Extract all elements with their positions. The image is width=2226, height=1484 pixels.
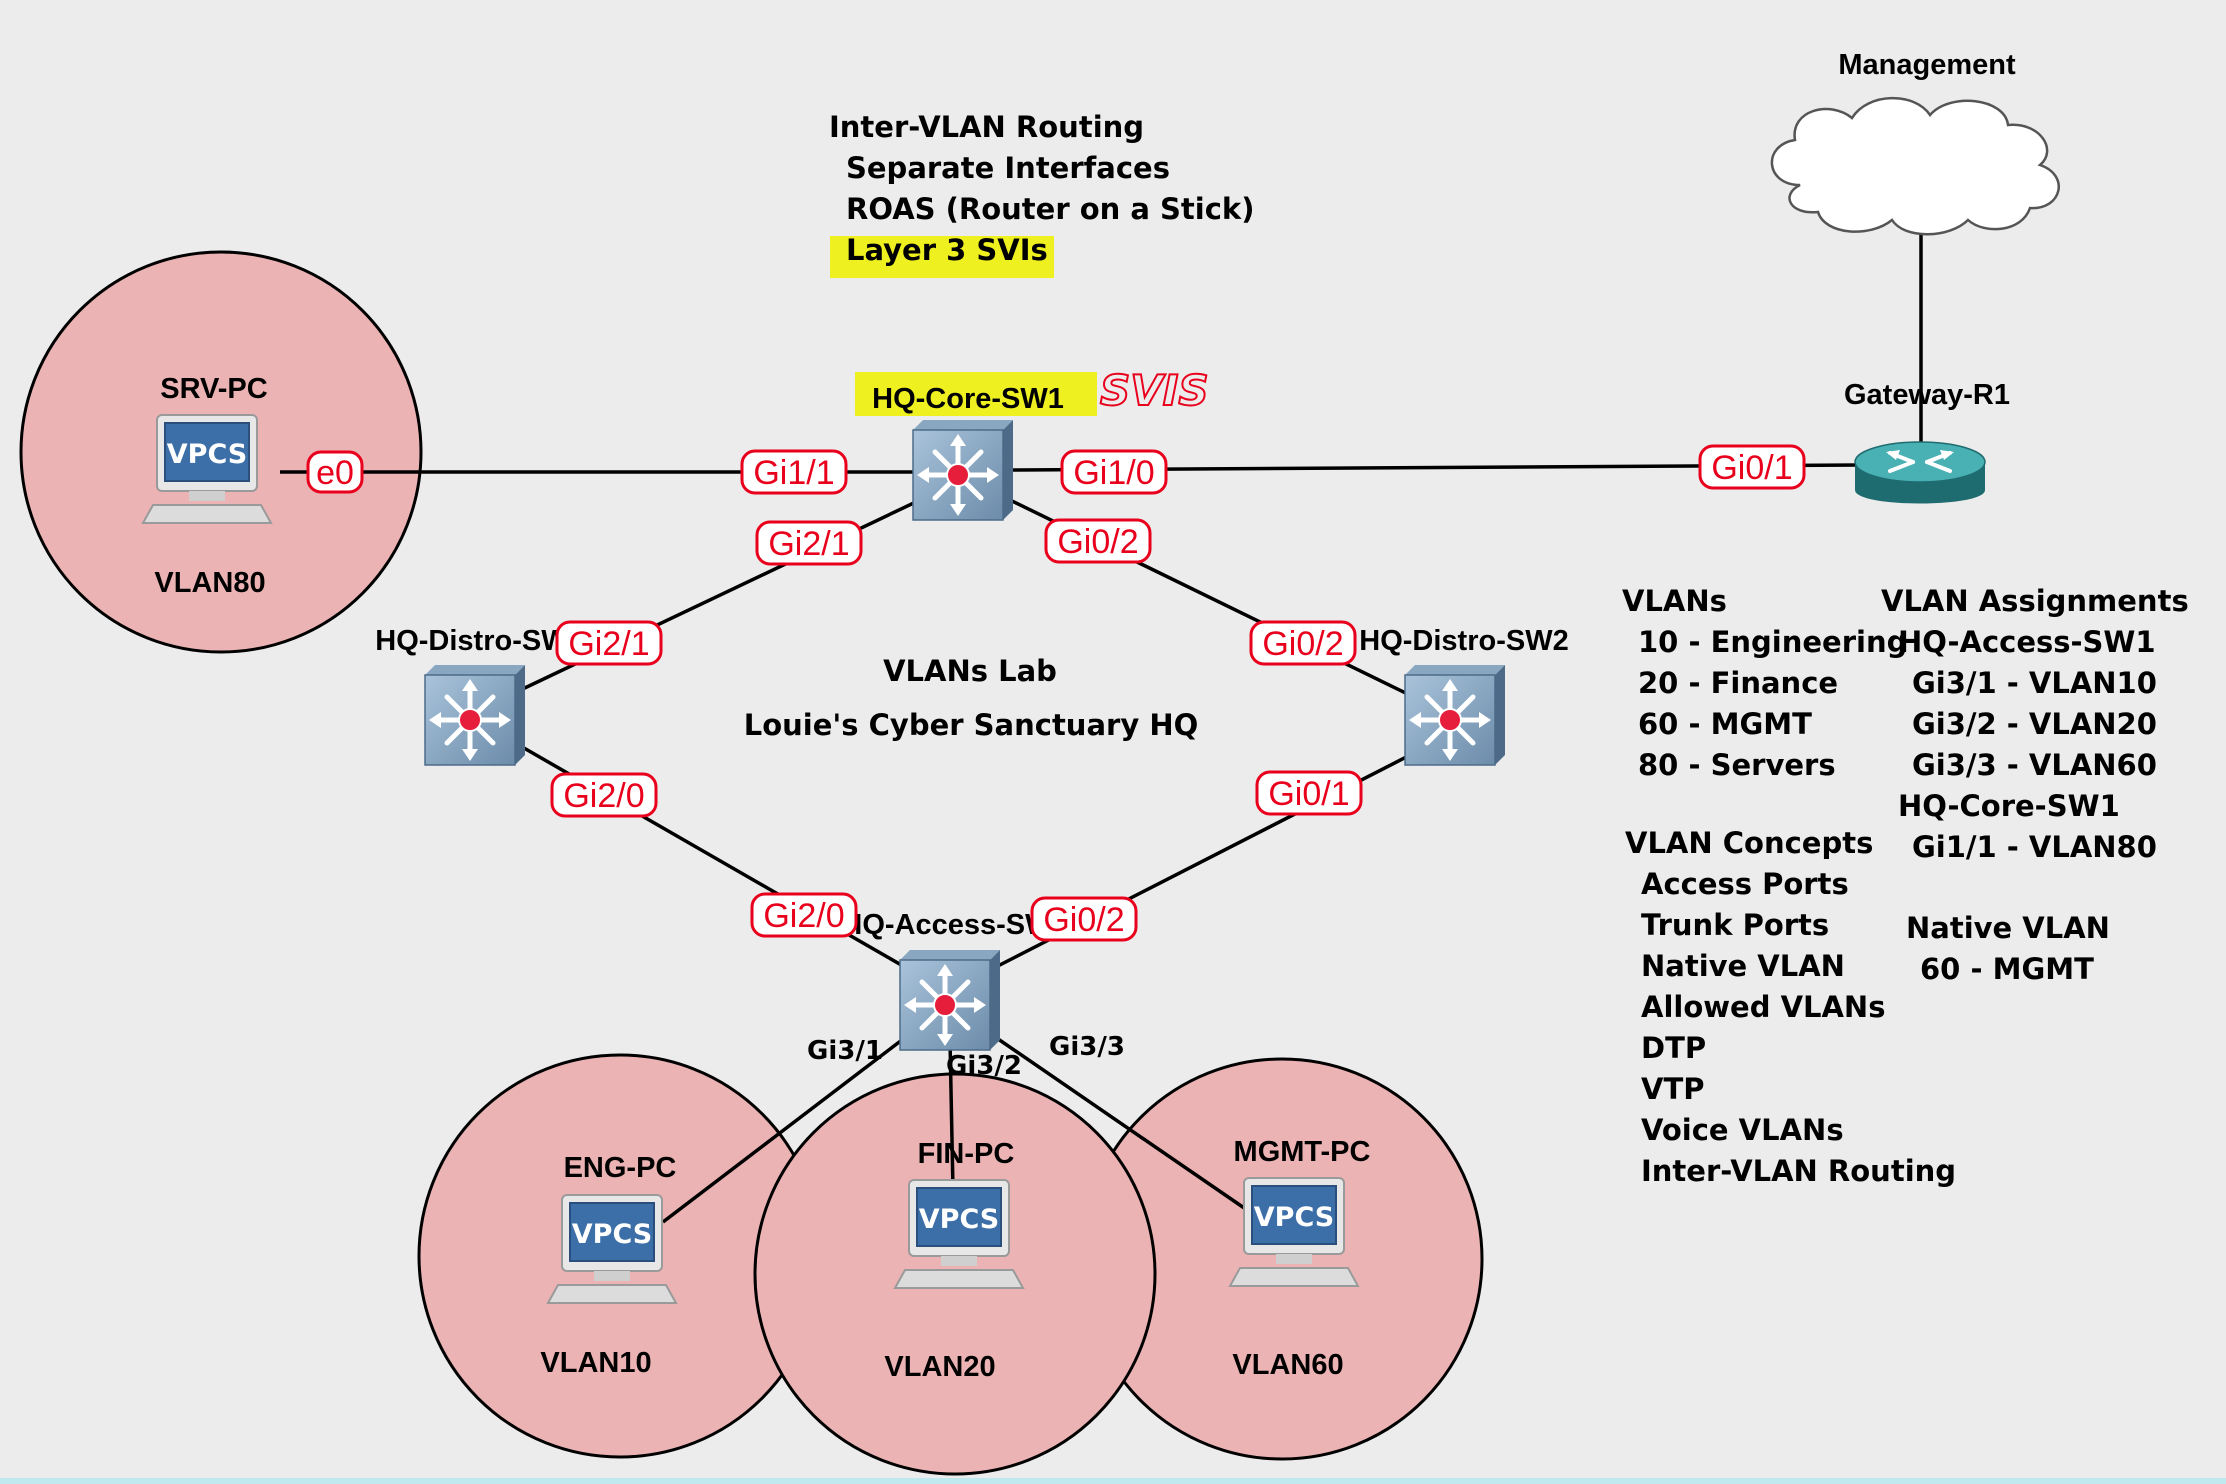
concepts-item: Inter-VLAN Routing — [1641, 1154, 1956, 1188]
svg-text:e0: e0 — [316, 454, 354, 492]
fin-pc-badge: VPCS — [919, 1204, 999, 1235]
assign-item: Gi1/1 - VLAN80 — [1912, 830, 2157, 864]
svg-text:Gi0/1: Gi0/1 — [1711, 449, 1792, 487]
mgmt-pc-label: MGMT-PC — [1234, 1136, 1371, 1168]
management-cloud-icon — [1770, 96, 2060, 236]
gateway-router-icon[interactable] — [1854, 441, 1986, 504]
eng-pc-label: ENG-PC — [564, 1152, 677, 1184]
vlans-item: 10 - Engineering — [1638, 625, 1907, 659]
bottom-edge-bar — [0, 1478, 2226, 1484]
vlans-item: 20 - Finance — [1638, 666, 1838, 700]
notes-item-2: ROAS (Router on a Stick) — [846, 192, 1254, 226]
concepts-item: DTP — [1641, 1031, 1706, 1065]
port-d2-gi01: Gi0/1 — [1255, 770, 1363, 816]
gateway-label: Gateway-R1 — [1844, 379, 2010, 411]
fin-pc-label: FIN-PC — [918, 1138, 1015, 1170]
link-access-fin — [948, 1039, 955, 1191]
mgmt-pc-vlan: VLAN60 — [1232, 1349, 1343, 1381]
inter-vlan-notes: Inter-VLAN Routing Separate Interfaces R… — [829, 110, 1254, 278]
srv-pc-vlan: VLAN80 — [154, 567, 265, 599]
concepts-list: VLAN Concepts Access Ports Trunk Ports N… — [1625, 826, 1956, 1188]
assign-core-title: HQ-Core-SW1 — [1898, 789, 2120, 823]
svg-text:Gi0/1: Gi0/1 — [1268, 775, 1349, 813]
notes-item-3: Layer 3 SVIs — [846, 233, 1048, 267]
fin-pc-vlan: VLAN20 — [884, 1351, 995, 1383]
concepts-item: Allowed VLANs — [1641, 990, 1885, 1024]
port-labels: e0 Gi1/1 Gi1/0 Gi0/1 Gi2/1 Gi0/2 Gi2/1 — [306, 444, 1806, 942]
assign-access-title: HQ-Access-SW1 — [1898, 625, 2156, 659]
lab-subtitle: Louie's Cyber Sanctuary HQ — [744, 708, 1199, 742]
port-acc-gi02: Gi0/2 — [1030, 896, 1138, 942]
cloud-label: Management — [1838, 49, 2016, 81]
native-vlan-note: Native VLAN 60 - MGMT — [1906, 911, 2110, 986]
mgmt-pc-badge: VPCS — [1254, 1202, 1334, 1233]
native-title: Native VLAN — [1906, 911, 2110, 945]
distro2-label: HQ-Distro-SW2 — [1359, 625, 1568, 657]
svg-text:Gi0/2: Gi0/2 — [1057, 523, 1138, 561]
port-core-gi21: Gi2/1 — [755, 520, 863, 566]
port-gw-gi01: Gi0/1 — [1698, 444, 1806, 490]
vlans-title: VLANs — [1622, 584, 1727, 618]
assign-item: Gi3/2 - VLAN20 — [1912, 707, 2157, 741]
svi-highlight — [830, 236, 1054, 278]
concepts-title: VLAN Concepts — [1625, 826, 1873, 860]
svg-text:Gi2/1: Gi2/1 — [768, 525, 849, 563]
port-d1-gi20: Gi2/0 — [550, 772, 658, 818]
port-acc-gi32: Gi3/2 — [946, 1051, 1022, 1081]
lab-title: VLANs Lab — [883, 654, 1057, 688]
assign-item: Gi3/1 - VLAN10 — [1912, 666, 2157, 700]
core-switch-icon[interactable] — [913, 420, 1013, 520]
vlans-list: VLANs 10 - Engineering 20 - Finance 60 -… — [1622, 584, 1907, 782]
svg-text:Gi0/2: Gi0/2 — [1043, 901, 1124, 939]
port-srv-e0: e0 — [306, 450, 364, 494]
assign-item: Gi3/3 - VLAN60 — [1912, 748, 2157, 782]
svg-text:Gi1/0: Gi1/0 — [1073, 454, 1154, 492]
port-acc-gi31: Gi3/1 — [807, 1036, 883, 1066]
notes-item-1: Separate Interfaces — [846, 151, 1170, 185]
notes-title: Inter-VLAN Routing — [829, 110, 1144, 144]
native-value: 60 - MGMT — [1920, 952, 2094, 986]
concepts-item: Native VLAN — [1641, 949, 1845, 983]
svg-text:Gi1/1: Gi1/1 — [753, 454, 834, 492]
concepts-item: Access Ports — [1641, 867, 1849, 901]
core-switch-label: HQ-Core-SW1 — [872, 383, 1064, 415]
srv-pc-label: SRV-PC — [160, 373, 268, 405]
concepts-item: Voice VLANs — [1641, 1113, 1844, 1147]
port-core-gi11: Gi1/1 — [740, 449, 848, 495]
access-switch-icon[interactable] — [900, 950, 1000, 1050]
distro1-label: HQ-Distro-SW1 — [375, 625, 584, 657]
vlans-item: 60 - MGMT — [1638, 707, 1812, 741]
distro1-switch-icon[interactable] — [425, 665, 525, 765]
srv-pc-badge: VPCS — [167, 439, 247, 470]
concepts-item: VTP — [1641, 1072, 1704, 1106]
port-d1-gi21: Gi2/1 — [555, 620, 663, 666]
link-access-mgmt — [984, 1028, 1251, 1214]
eng-pc-badge: VPCS — [572, 1219, 652, 1250]
svg-text:Gi0/2: Gi0/2 — [1262, 625, 1343, 663]
port-core-gi10: Gi1/0 — [1060, 449, 1168, 495]
port-core-gi02: Gi0/2 — [1044, 518, 1152, 564]
svis-annotation: SVIS — [1100, 366, 1209, 415]
link-access-eng — [661, 1028, 917, 1224]
port-acc-gi20: Gi2/0 — [750, 892, 858, 938]
assignments-list: VLAN Assignments HQ-Access-SW1 Gi3/1 - V… — [1881, 584, 2189, 864]
svg-text:Gi2/1: Gi2/1 — [568, 625, 649, 663]
port-d2-gi02: Gi0/2 — [1249, 620, 1357, 666]
distro2-switch-icon[interactable] — [1405, 665, 1505, 765]
core-label-highlight — [855, 372, 1097, 416]
svg-text:Gi2/0: Gi2/0 — [763, 897, 844, 935]
concepts-item: Trunk Ports — [1641, 908, 1829, 942]
vlans-item: 80 - Servers — [1638, 748, 1836, 782]
eng-pc-vlan: VLAN10 — [540, 1347, 651, 1379]
svg-text:Gi2/0: Gi2/0 — [563, 777, 644, 815]
port-acc-gi33: Gi3/3 — [1049, 1032, 1125, 1062]
assignments-title: VLAN Assignments — [1881, 584, 2189, 618]
